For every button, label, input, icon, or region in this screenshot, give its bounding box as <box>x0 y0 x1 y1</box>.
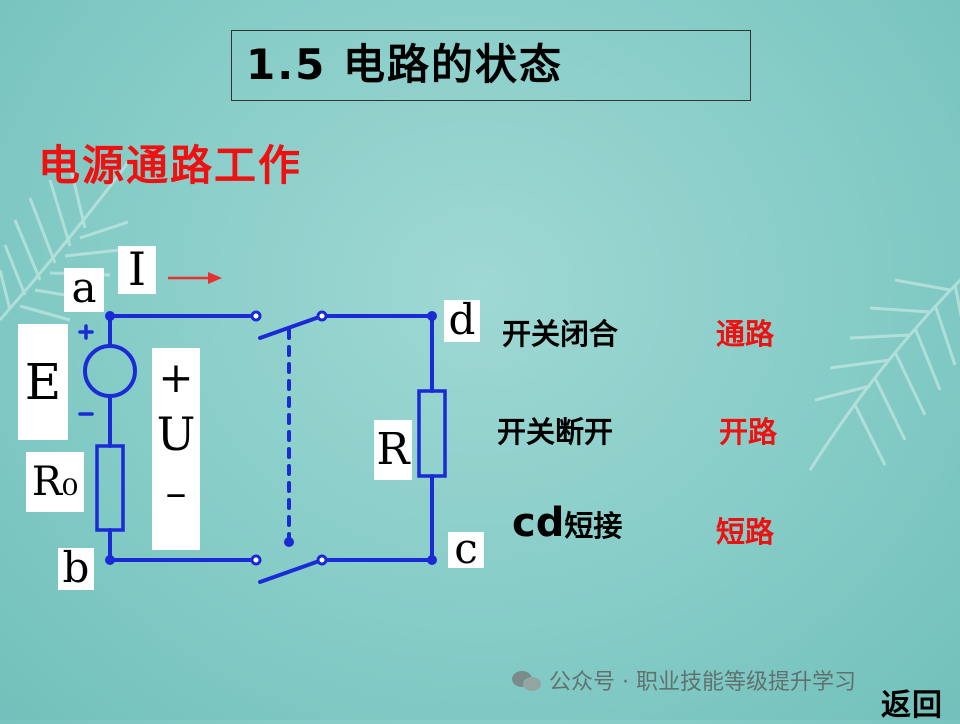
node-label-a: a <box>64 267 104 312</box>
current-arrow-head <box>208 272 222 284</box>
back-button[interactable]: 返回 <box>881 688 943 723</box>
node-label-b: b <box>58 547 94 590</box>
switch-contact-top-right <box>316 310 328 322</box>
voltage-label-box: + U – <box>152 348 200 550</box>
voltage-source-symbol <box>83 344 137 398</box>
voltage-plus-sign: + <box>158 353 194 402</box>
switch-pivot-bottom <box>284 537 294 547</box>
switch-contact-bottom-right <box>316 554 328 566</box>
state-condition-open: 开关断开 <box>497 415 614 449</box>
state-condition-short: cd短接 <box>512 500 622 546</box>
node-b-dot <box>105 555 115 565</box>
load-resistance-label-r: R <box>374 420 412 480</box>
node-label-c: c <box>448 528 484 570</box>
switch-contact-bottom-left <box>250 554 262 566</box>
voltage-minus-sign: – <box>165 468 187 517</box>
switch-contact-top-left <box>250 310 262 322</box>
internal-resistor-r0 <box>95 444 125 532</box>
load-resistor-r <box>417 389 447 478</box>
palm-leaf-right-decoration <box>808 277 960 471</box>
voltage-label-u: U <box>156 407 196 461</box>
node-d-dot <box>427 311 437 321</box>
state-result-closed: 通路 <box>716 317 775 351</box>
switch-blade-bottom <box>258 558 324 584</box>
short-condition-prefix: cd <box>512 500 565 546</box>
short-condition-text: 短接 <box>564 509 623 543</box>
page-title: 1.5 电路的状态 <box>231 30 751 101</box>
internal-resistance-label-r0: R₀ <box>26 452 84 512</box>
watermark: 公众号 · 职业技能等级提升学习 <box>512 664 856 696</box>
current-label-i: I <box>118 246 156 294</box>
watermark-text: 公众号 · 职业技能等级提升学习 <box>549 670 856 695</box>
state-result-short: 短路 <box>716 515 775 549</box>
node-label-d: d <box>444 299 480 342</box>
node-a-dot <box>105 311 115 321</box>
wechat-icon <box>512 669 542 693</box>
switch-blade-top <box>258 314 324 340</box>
state-condition-closed: 开关闭合 <box>502 317 619 351</box>
emf-label-e: E <box>18 324 68 440</box>
state-result-open: 开路 <box>719 415 778 449</box>
node-c-dot <box>427 555 437 565</box>
section-subtitle: 电源通路工作 <box>38 141 303 190</box>
